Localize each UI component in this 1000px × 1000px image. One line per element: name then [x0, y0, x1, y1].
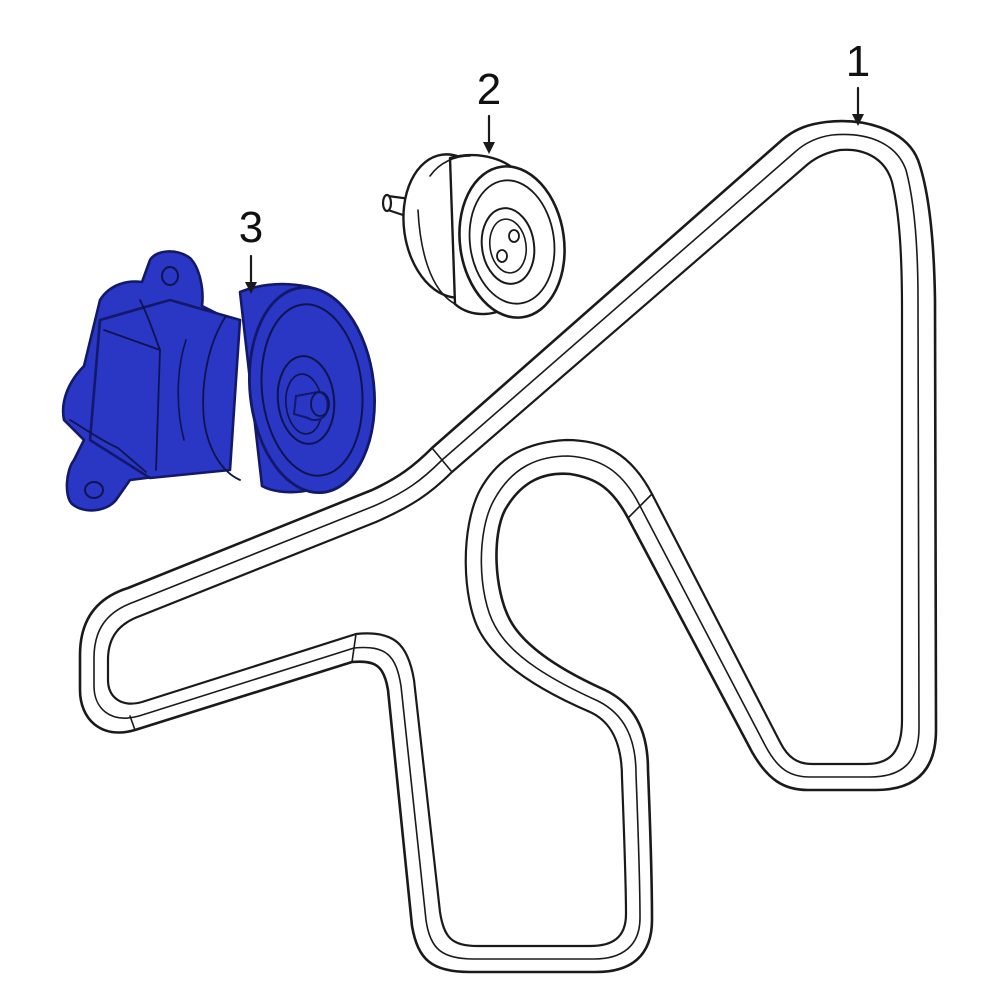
callout-label-2: 2: [477, 65, 501, 114]
callout-label-1: 1: [846, 37, 870, 86]
callout-arrow-1: [852, 86, 864, 126]
callout-arrow-2: [483, 114, 495, 154]
callout-label-3: 3: [239, 203, 263, 252]
callout-arrow-3: [245, 254, 257, 294]
belt-tensioner[interactable]: [61, 250, 384, 512]
idler-pulley[interactable]: [381, 148, 574, 324]
serpentine-belt[interactable]: [78, 119, 938, 974]
